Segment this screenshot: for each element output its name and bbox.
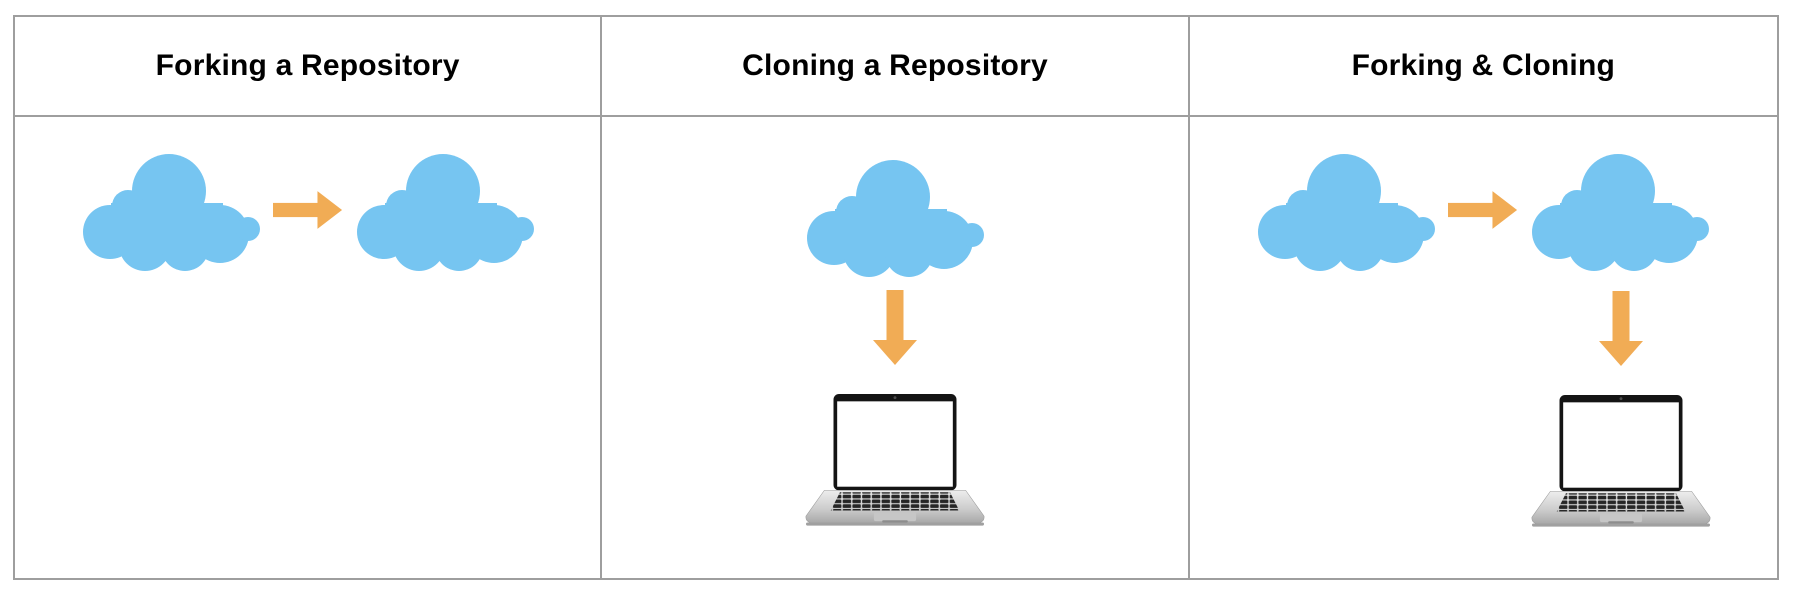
column-header-forking: Forking a Repository [15, 17, 603, 117]
arrow-right-icon [273, 190, 343, 230]
laptop-icon [1529, 395, 1713, 529]
comparison-table: Forking a Repository Cloning a Repositor… [13, 15, 1779, 580]
cloud-icon [1530, 145, 1710, 275]
arrow-right-icon [1448, 190, 1518, 230]
cloud-to-cloud-flow [15, 145, 600, 275]
laptop-icon [803, 394, 987, 528]
forking-diagram-cell [15, 117, 603, 578]
cloud-to-laptop-flow [1531, 291, 1711, 529]
cloud-to-cloud-flow [1190, 145, 1777, 275]
column-title: Cloning a Repository [742, 49, 1048, 82]
cloud-to-laptop-flow [602, 117, 1187, 528]
forking-and-cloning-diagram-cell [1190, 117, 1777, 578]
column-header-cloning: Cloning a Repository [602, 17, 1190, 117]
column-header-forking-and-cloning: Forking & Cloning [1189, 17, 1777, 117]
cloud-icon [805, 151, 985, 281]
cloud-icon [81, 145, 261, 275]
column-title: Forking & Cloning [1351, 49, 1615, 82]
column-title: Forking a Repository [155, 49, 460, 82]
arrow-down-icon [872, 290, 918, 366]
cloning-diagram-cell [602, 117, 1190, 578]
cloud-icon [355, 145, 535, 275]
arrow-down-icon [1598, 291, 1644, 367]
cloud-icon [1256, 145, 1436, 275]
